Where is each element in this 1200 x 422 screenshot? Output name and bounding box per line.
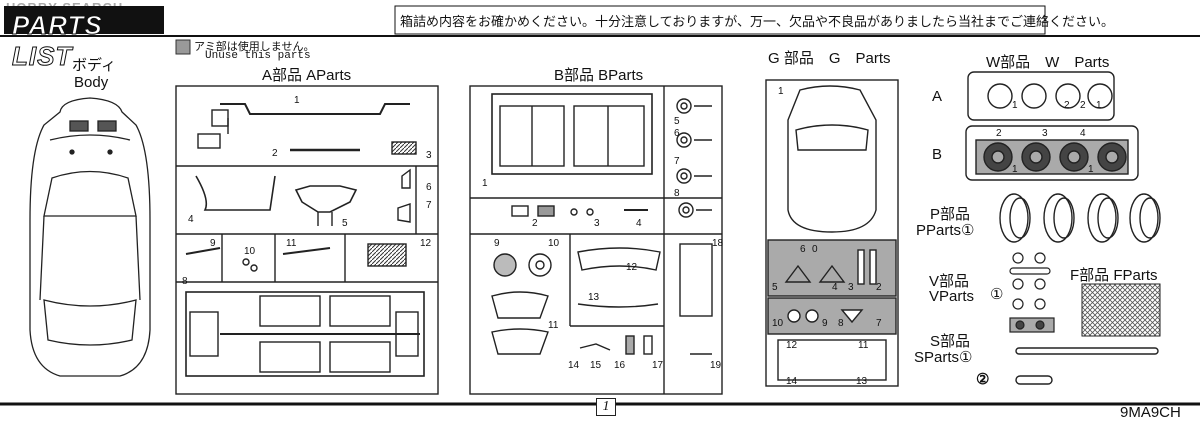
a-label: 6 <box>426 182 432 193</box>
page-number: 1 <box>596 398 616 416</box>
a-parts-sprue <box>175 85 439 395</box>
a-label: 10 <box>244 246 256 257</box>
b-label: 1 <box>482 178 488 189</box>
g-label: 4 <box>832 282 838 293</box>
g-label: 8 <box>838 318 844 329</box>
b-label: 2 <box>532 218 538 229</box>
b-label: 8 <box>674 188 680 199</box>
s-parts-jp: S部品 <box>930 333 971 350</box>
b-label: 16 <box>614 360 626 371</box>
p-parts-tires <box>999 193 1161 243</box>
legend-en: Unuse this parts <box>205 50 311 62</box>
w-parts-sheet <box>965 71 1139 181</box>
b-label: 17 <box>652 360 664 371</box>
product-code: 9MA9CH <box>1120 404 1181 421</box>
body-label-jp: ボディ <box>72 57 116 74</box>
legend-jp: アミ部は使用しません。 <box>194 41 315 53</box>
g-label: 9 <box>822 318 828 329</box>
a-label: 4 <box>188 214 194 225</box>
s-parts-rods <box>1015 347 1159 385</box>
g-parts-title: G 部品 G Parts <box>768 50 891 67</box>
b-label: 14 <box>568 360 580 371</box>
b-label: 5 <box>674 116 680 127</box>
w-label: 1 <box>1088 164 1094 175</box>
v-parts-sheet <box>1009 252 1055 333</box>
s-parts-num2: ② <box>976 371 990 388</box>
w-label: 4 <box>1080 128 1086 139</box>
g-label: 14 <box>786 376 798 387</box>
v-parts-en: VParts <box>929 288 975 305</box>
legend-swatch <box>175 39 191 55</box>
a-label: 1 <box>294 95 300 106</box>
a-label: 9 <box>210 238 216 249</box>
g-label: 3 <box>848 282 854 293</box>
b-label: 12 <box>626 262 638 273</box>
b-label: 6 <box>674 128 680 139</box>
w-label: 1 <box>1012 164 1018 175</box>
g-label: 10 <box>772 318 784 329</box>
g-label: 13 <box>856 376 868 387</box>
a-label: 8 <box>182 276 188 287</box>
a-parts-title: A部品 AParts <box>262 67 352 84</box>
g-label: 5 <box>772 282 778 293</box>
g-label: 0 <box>812 244 818 255</box>
s-parts-en: SParts① <box>914 349 973 366</box>
b-label: 9 <box>494 238 500 249</box>
b-parts-sprue <box>469 85 723 395</box>
b-parts-title: B部品 BParts <box>554 67 644 84</box>
w-row-a: A <box>932 88 943 105</box>
b-label: 15 <box>590 360 602 371</box>
w-label: 3 <box>1042 128 1048 139</box>
w-parts-title: W部品 W Parts <box>986 54 1110 71</box>
b-label: 4 <box>636 218 642 229</box>
notice-text: 箱詰め内容をお確かめください。十分注意しておりますが、万一、欠品や不良品がありま… <box>400 14 1114 29</box>
a-label: 7 <box>426 200 432 211</box>
b-label: 7 <box>674 156 680 167</box>
g-label: 1 <box>778 86 784 97</box>
w-label: 2 <box>1064 100 1070 111</box>
a-label: 11 <box>286 238 297 249</box>
w-row-b: B <box>932 146 943 163</box>
b-label: 3 <box>594 218 600 229</box>
f-parts-title: F部品 FParts <box>1070 267 1158 284</box>
p-parts-en: PParts① <box>916 222 975 239</box>
body-label-en: Body <box>74 74 109 91</box>
w-label: 2 <box>996 128 1002 139</box>
g-parts-sheet <box>765 79 899 387</box>
g-label: 11 <box>858 340 869 351</box>
w-label: 1 <box>1096 100 1102 111</box>
a-label: 12 <box>420 238 432 249</box>
b-label: 18 <box>712 238 724 249</box>
v-parts-jp: V部品 <box>929 273 970 290</box>
b-label: 11 <box>548 320 559 331</box>
a-label: 2 <box>272 148 278 159</box>
g-label: 2 <box>876 282 882 293</box>
w-label: 1 <box>1012 100 1018 111</box>
w-label: 2 <box>1080 100 1086 111</box>
a-label: 5 <box>342 218 348 229</box>
v-parts-num: ① <box>990 286 1004 303</box>
g-label: 6 <box>800 244 806 255</box>
body-drawing <box>29 97 151 377</box>
g-label: 7 <box>876 318 882 329</box>
b-label: 19 <box>710 360 722 371</box>
p-parts-jp: P部品 <box>930 206 971 223</box>
f-parts-mesh <box>1081 283 1161 337</box>
b-label: 10 <box>548 238 560 249</box>
g-label: 12 <box>786 340 798 351</box>
a-label: 3 <box>426 150 432 161</box>
b-label: 13 <box>588 292 600 303</box>
